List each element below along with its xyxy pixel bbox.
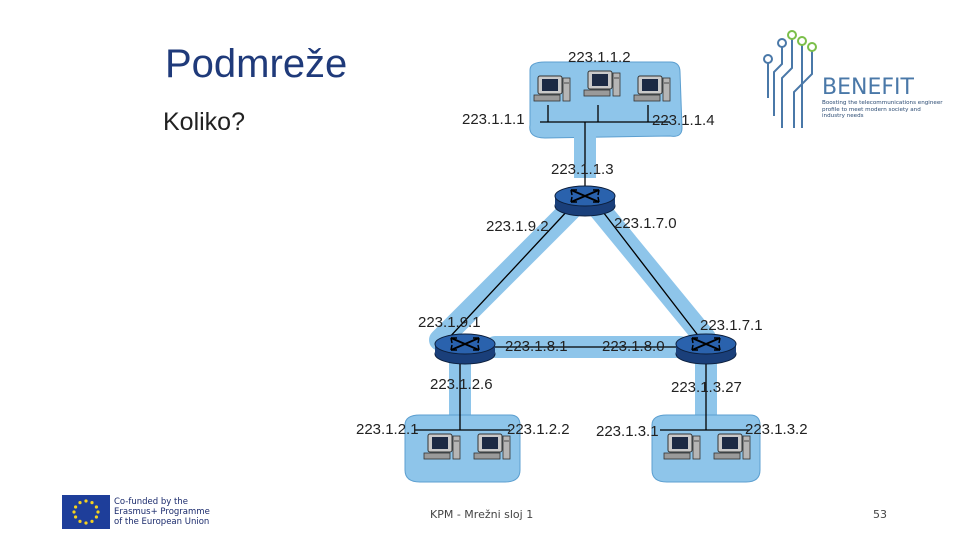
host-223-1-2-1	[423, 433, 461, 460]
ip-label-router-top: 223.1.1.3	[551, 161, 614, 178]
host-223-1-2-2	[473, 433, 511, 460]
host-223-1-3-1	[663, 433, 701, 460]
page-number: 53	[873, 508, 887, 521]
slide-title: Podmreže	[165, 42, 348, 86]
ip-label-router-right-top: 223.1.7.1	[700, 317, 763, 334]
benefit-logo-name: BENEFIT	[822, 75, 914, 100]
eu-badge-text: Co-funded by the Erasmus+ Programme of t…	[114, 497, 210, 527]
router-left	[434, 333, 496, 365]
router-top	[554, 185, 616, 217]
ip-label-router-right-left: 223.1.8.0	[602, 338, 665, 355]
host-223-1-1-4	[633, 75, 671, 102]
eu-cofunded-badge: Co-funded by the Erasmus+ Programme of t…	[62, 494, 234, 530]
ip-label-router-left-top: 223.1.9.1	[418, 314, 481, 331]
ip-label-router-left-bottom: 223.1.2.6	[430, 376, 493, 393]
host-223-1-1-2	[583, 70, 621, 97]
benefit-logo-tagline: Boosting the telecommunications engineer…	[822, 100, 943, 120]
ip-label-top-middle: 223.1.1.2	[568, 49, 631, 66]
eu-flag-icon	[62, 495, 110, 529]
ip-label-router-top-right: 223.1.7.0	[614, 215, 677, 232]
ip-label-top-left: 223.1.1.1	[462, 111, 525, 128]
subnet-bottom-right-lan	[651, 414, 761, 483]
ip-label-router-left-right: 223.1.8.1	[505, 338, 568, 355]
slide-subtitle: Koliko?	[163, 108, 245, 136]
ip-label-router-right-bottom: 223.1.3.27	[671, 379, 742, 396]
router-right	[675, 333, 737, 365]
benefit-circuit-icon: BENEFIT Boosting the telecommunications …	[763, 30, 943, 128]
ip-label-bl-left: 223.1.2.1	[356, 421, 419, 438]
ip-label-top-right: 223.1.1.4	[652, 112, 715, 129]
cabling	[415, 105, 750, 431]
benefit-logo: BENEFIT Boosting the telecommunications …	[760, 28, 945, 133]
ip-label-br-right: 223.1.3.2	[745, 421, 808, 438]
slide-footer: KPM - Mrežni sloj 1	[430, 508, 534, 521]
ip-label-router-top-left: 223.1.9.2	[486, 218, 549, 235]
ip-label-bl-right: 223.1.2.2	[507, 421, 570, 438]
ip-label-br-left: 223.1.3.1	[596, 423, 659, 440]
subnet-bottom-left-lan	[404, 414, 521, 483]
host-223-1-1-1	[533, 75, 571, 102]
